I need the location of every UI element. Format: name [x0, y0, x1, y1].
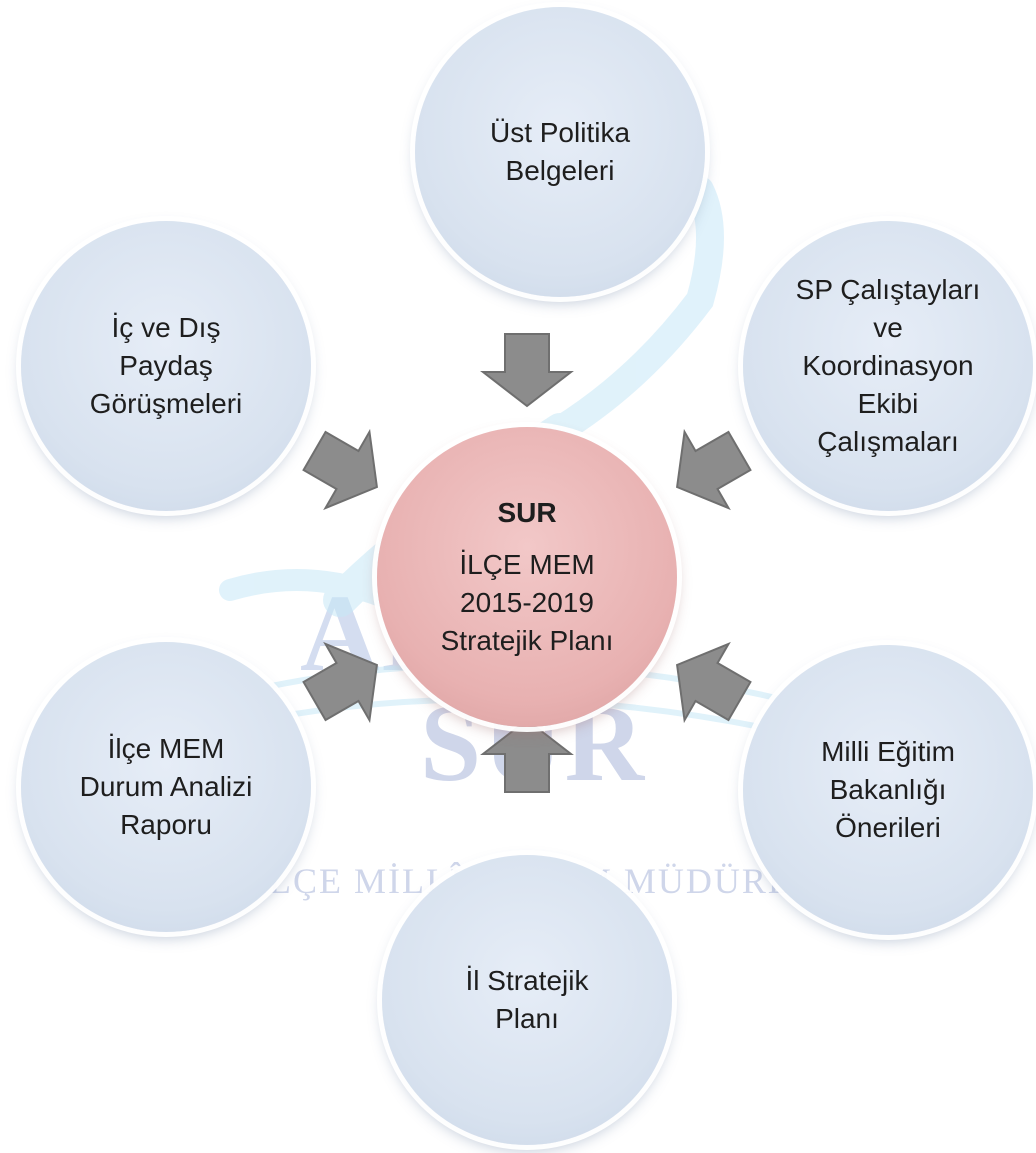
node-label-line: Paydaş	[119, 350, 213, 381]
arrow-from-milli-egitim	[675, 641, 752, 724]
node-label-line: Görüşmeleri	[89, 388, 243, 419]
center-title: SUR	[497, 497, 557, 528]
arrow-from-ust-politika	[480, 333, 574, 408]
node-label-line: Koordinasyon	[802, 350, 974, 381]
node-label-line: Ekibi	[857, 388, 919, 419]
node-label-line: İlçe MEM	[107, 733, 225, 764]
center-label-line: İLÇE MEM	[459, 549, 595, 580]
node-label-line: Belgeleri	[505, 155, 615, 186]
node-label-line: Üst Politika	[489, 117, 631, 148]
arrow-from-paydas	[302, 428, 379, 511]
node-label-line: Önerileri	[835, 812, 941, 843]
node-label-line: İl Stratejik	[465, 965, 589, 996]
node-label-line: Çalışmaları	[817, 426, 959, 457]
center-label-line: 2015-2019	[460, 587, 594, 618]
node-label-line: İç ve Dış	[111, 312, 221, 343]
node-label-line: Milli Eğitim	[821, 736, 955, 767]
node-label-line: SP Çalıştayları	[795, 274, 981, 305]
node-label-line: Bakanlığı	[829, 774, 947, 805]
node-label-line: Durum Analizi	[79, 771, 253, 802]
center-label-line: Stratejik Planı	[440, 625, 614, 656]
node-label-line: ve	[873, 312, 903, 343]
arrow-from-durum-analizi	[302, 641, 379, 724]
node-label-line: Raporu	[120, 809, 212, 840]
arrow-from-sp-calistaylari	[675, 428, 752, 511]
arrow-from-il-stratejik	[480, 718, 574, 793]
node-label-line: Planı	[495, 1003, 559, 1034]
